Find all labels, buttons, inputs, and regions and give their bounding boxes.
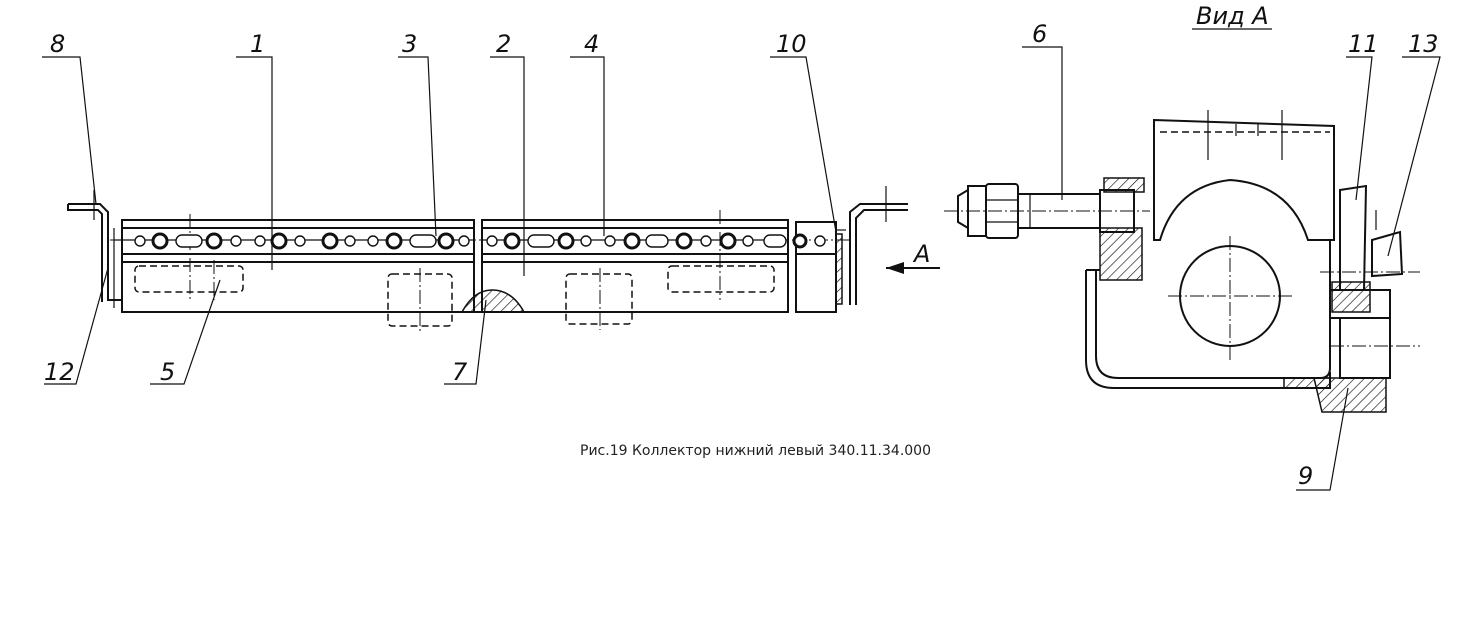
callout-10: 10 [776,30,807,58]
figure-caption: Рис.19 Коллектор нижний левый 340.11.34.… [580,443,931,459]
callout-7: 7 [452,358,468,386]
base-plate [1313,377,1387,413]
view-a-title: Вид А [1196,2,1269,30]
callout-12: 12 [44,358,75,386]
view-a-section [944,110,1420,413]
left-bracket [67,190,122,302]
collector-main-view [67,186,940,332]
view-arrow-a [886,262,940,274]
shaft-circle [1168,236,1294,360]
right-bracket [849,186,908,305]
callout-11: 11 [1348,30,1379,58]
callout-4: 4 [584,30,599,58]
callout-5: 5 [160,358,175,386]
callout-2: 2 [496,30,511,58]
callout-8: 8 [50,30,65,58]
arrow-a-label: А [912,240,930,268]
callout-labels: 8 1 3 2 4 10 12 5 7 6 11 13 9 Вид А А [44,2,1439,490]
u-housing [1085,240,1331,389]
hatched-insert [1099,227,1143,281]
holes-middle-section [486,232,826,250]
callout-13: 13 [1408,30,1439,58]
holes-left-section [134,232,470,250]
callout-3: 3 [402,30,417,58]
top-block [1153,110,1335,241]
collector-end-cap [795,221,846,313]
leader-lines [42,28,1441,491]
clamp-assembly [1320,184,1420,379]
weld-joint [460,289,526,313]
callout-6: 6 [1032,20,1047,48]
callout-9: 9 [1298,462,1313,490]
bolt [944,177,1150,239]
callout-1: 1 [250,30,265,58]
